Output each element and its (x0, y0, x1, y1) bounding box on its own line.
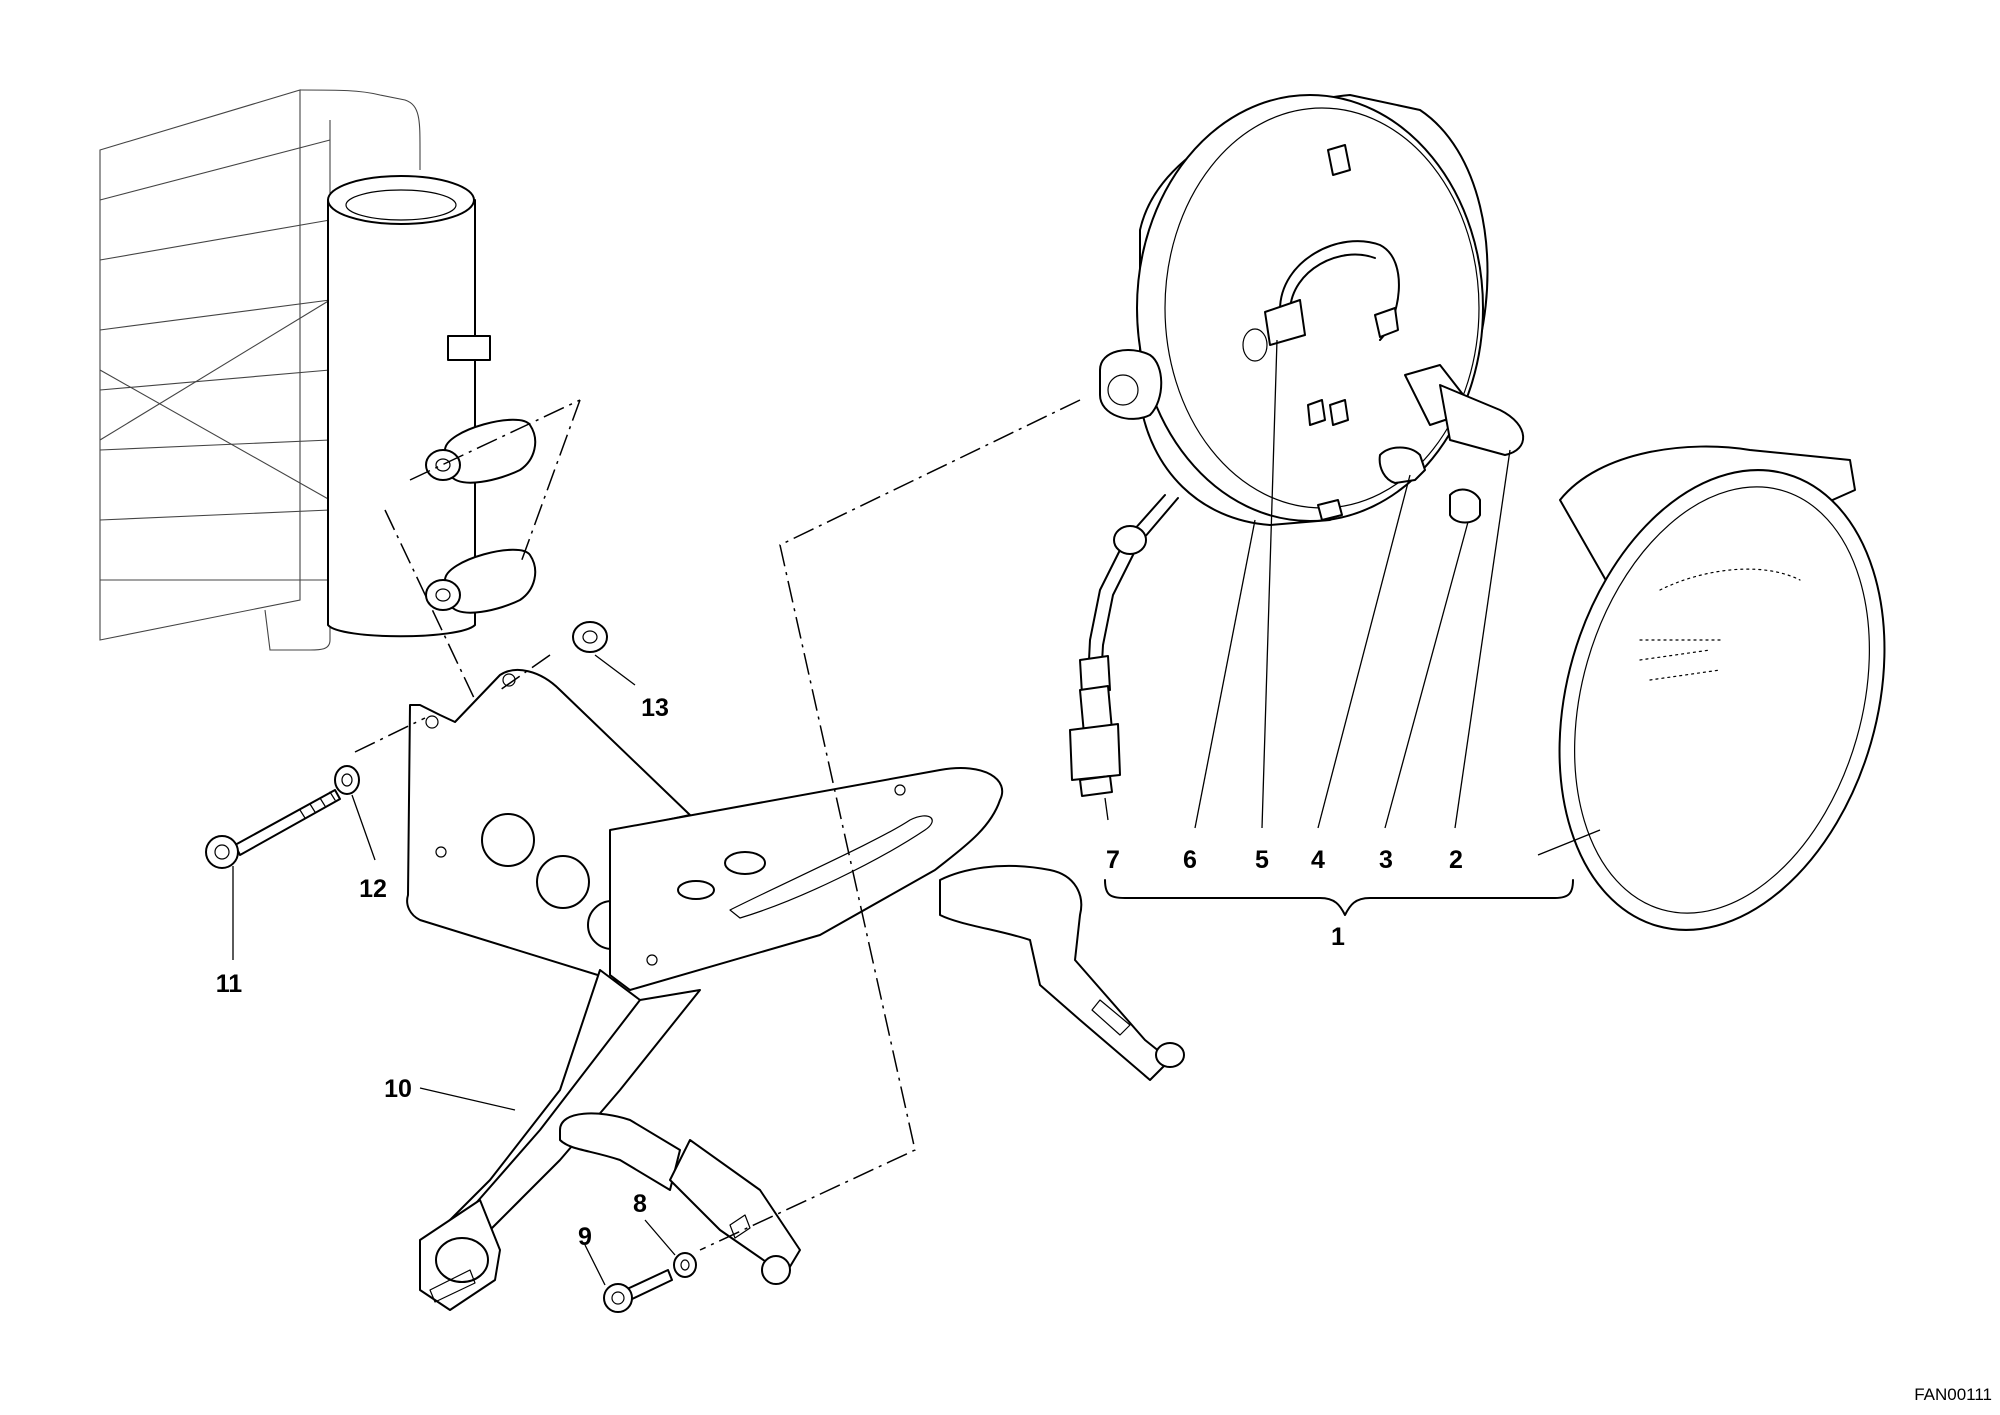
callout-6: 6 (1183, 846, 1197, 874)
bolt-11 (205, 789, 341, 869)
leader-lines (232, 339, 1601, 1286)
bolt-9 (603, 1269, 673, 1313)
headlight-bracket (609, 767, 1003, 991)
stay-10 (419, 864, 1185, 1311)
assembly-lines (354, 399, 1081, 1251)
callout-4: 4 (1311, 846, 1325, 874)
nut-13 (572, 621, 608, 653)
callout-11: 11 (216, 970, 243, 998)
callout-12: 12 (359, 875, 387, 903)
headlight-shell (1099, 94, 1525, 526)
callout-3: 3 (1379, 846, 1393, 874)
fork-tube (327, 175, 537, 638)
connector-7 (1069, 494, 1179, 797)
callout-9: 9 (578, 1223, 592, 1251)
callout-1: 1 (1331, 923, 1345, 951)
callout-8: 8 (633, 1190, 647, 1218)
washer-8 (673, 1252, 697, 1278)
callout-10: 10 (384, 1075, 412, 1103)
callout-2: 2 (1449, 846, 1463, 874)
drawing-code: FAN00111 (1914, 1385, 1992, 1404)
headlight-rim (1558, 445, 1886, 931)
callout-13: 13 (641, 694, 669, 722)
washer-12 (334, 765, 360, 795)
callout-5: 5 (1255, 846, 1269, 874)
callout-7: 7 (1106, 846, 1120, 874)
bracket-brace (1104, 879, 1574, 916)
motorcycle-frame (99, 89, 421, 651)
